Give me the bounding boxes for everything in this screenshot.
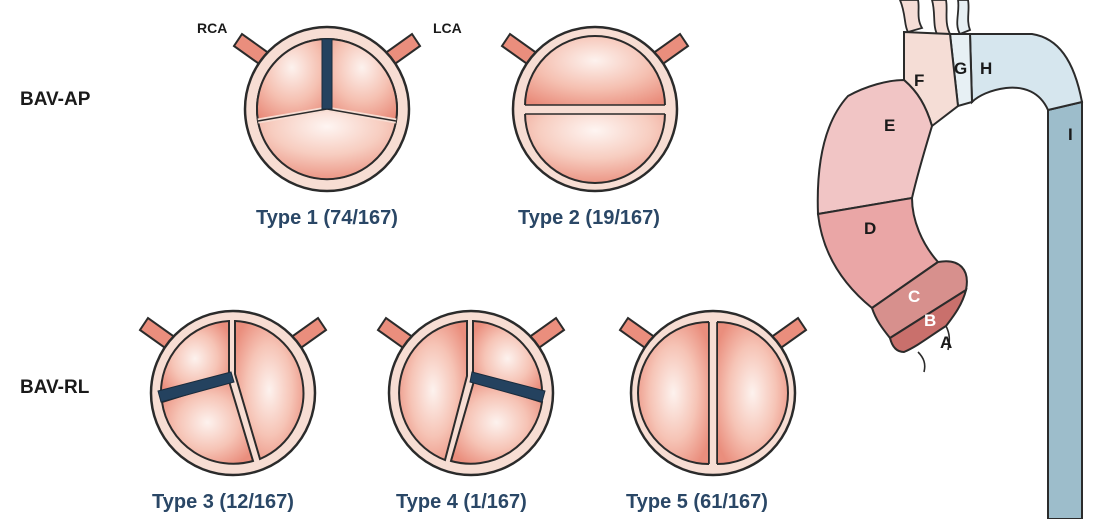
seg-label-g: G bbox=[954, 59, 967, 78]
row-label-bav-rl: BAV-RL bbox=[20, 377, 89, 399]
seg-label-i: I bbox=[1068, 125, 1073, 144]
aorta-diagram: A B C D E F G H I bbox=[800, 0, 1107, 519]
seg-label-a: A bbox=[940, 333, 952, 352]
lca-label: LCA bbox=[433, 20, 462, 36]
caption-type-5: Type 5 (61/167) bbox=[626, 491, 768, 514]
caption-type-3: Type 3 (12/167) bbox=[152, 491, 294, 514]
seg-label-c: C bbox=[908, 287, 920, 306]
valve-type-3 bbox=[128, 292, 338, 477]
row-label-bav-ap: BAV-AP bbox=[20, 89, 90, 111]
caption-type-1: Type 1 (74/167) bbox=[256, 207, 398, 230]
valve-type-2 bbox=[490, 8, 700, 193]
valve-type-5 bbox=[608, 292, 818, 477]
caption-type-2: Type 2 (19/167) bbox=[518, 207, 660, 230]
seg-label-f: F bbox=[914, 71, 924, 90]
caption-type-4: Type 4 (1/167) bbox=[396, 491, 527, 514]
valve-type-1 bbox=[222, 8, 432, 193]
seg-label-h: H bbox=[980, 59, 992, 78]
seg-label-e: E bbox=[884, 116, 895, 135]
seg-label-d: D bbox=[864, 219, 876, 238]
seg-label-b: B bbox=[924, 311, 936, 330]
valve-type-4 bbox=[366, 292, 576, 477]
